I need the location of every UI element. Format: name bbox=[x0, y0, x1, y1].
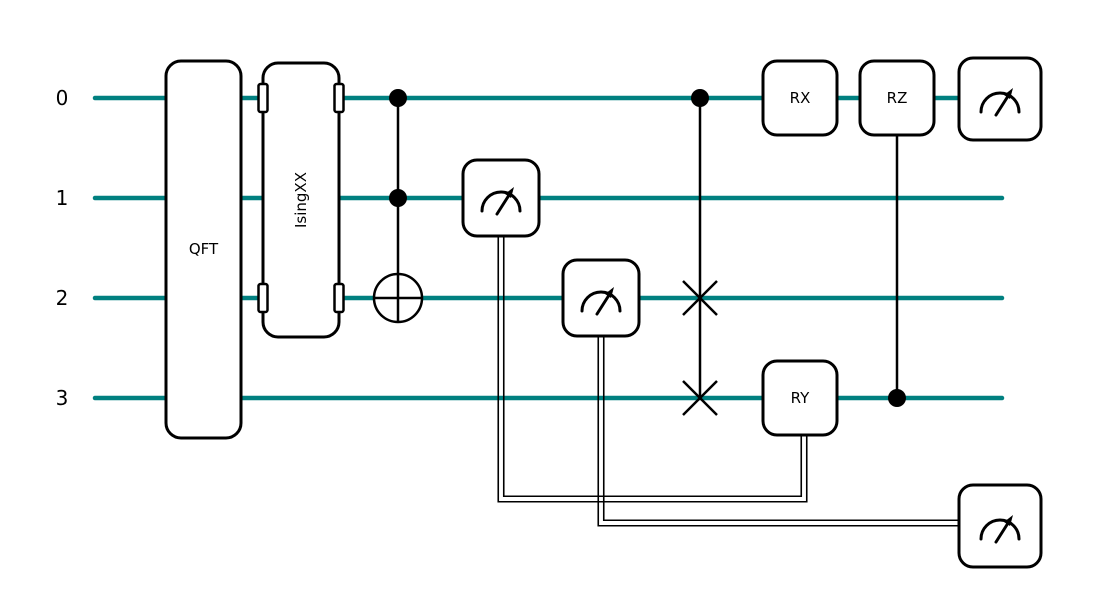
isingxx-gate-box bbox=[261, 61, 341, 339]
wire-notch-icon bbox=[257, 82, 269, 114]
isingxx-gate: IsingXX bbox=[257, 61, 345, 339]
control-dot-icon bbox=[691, 89, 709, 107]
control-dot-icon bbox=[389, 89, 407, 107]
wire-notch-icon bbox=[333, 82, 345, 114]
measurement-gate-wire2 bbox=[561, 258, 641, 338]
wire-notch-icon bbox=[257, 282, 269, 314]
wire-label-0: 0 bbox=[56, 86, 69, 110]
wire-label-3: 3 bbox=[56, 386, 69, 410]
measurement-gate-box bbox=[957, 483, 1043, 569]
rx-gate-box bbox=[761, 59, 839, 137]
rx-gate-label: RX bbox=[790, 89, 811, 107]
ry-gate-box bbox=[761, 359, 839, 437]
toffoli-gate bbox=[372, 89, 424, 324]
qft-gate: QFT bbox=[164, 59, 243, 440]
wire-label-1: 1 bbox=[56, 186, 69, 210]
qft-gate-box bbox=[164, 59, 243, 440]
wire-notch-icon bbox=[333, 282, 345, 314]
classical-wire-line bbox=[602, 336, 963, 522]
measurement-gate-classical bbox=[957, 483, 1043, 569]
swap-x-icon bbox=[682, 380, 718, 416]
classical-wire-line bbox=[497, 236, 808, 503]
classical-wire-line bbox=[597, 336, 963, 527]
control-dot-icon bbox=[389, 189, 407, 207]
ry-gate: RY bbox=[761, 359, 839, 437]
measurement-gate-wire0-final bbox=[957, 56, 1043, 142]
ry-gate-label: RY bbox=[791, 389, 810, 407]
rx-gate: RX bbox=[761, 59, 839, 137]
measurement-gate-wire1 bbox=[461, 158, 541, 238]
swap-x-icon bbox=[682, 280, 718, 316]
measurement-gate-box bbox=[461, 158, 541, 238]
isingxx-gate-label: IsingXX bbox=[292, 172, 310, 228]
classical-wire-meas2-to-final bbox=[597, 336, 963, 527]
control-dot-icon bbox=[888, 389, 906, 407]
crz-connector-group bbox=[888, 135, 906, 407]
rz-gate: RZ bbox=[858, 59, 936, 137]
measurement-gate-box bbox=[957, 56, 1043, 142]
qft-gate-label: QFT bbox=[189, 240, 219, 258]
classical-wire-meas1-to-ry bbox=[497, 236, 808, 503]
cswap-gate bbox=[682, 89, 718, 416]
rz-gate-label: RZ bbox=[887, 89, 908, 107]
measurement-gate-box bbox=[561, 258, 641, 338]
wire-label-2: 2 bbox=[56, 286, 69, 310]
classical-wire-line bbox=[502, 236, 803, 498]
rz-gate-box bbox=[858, 59, 936, 137]
